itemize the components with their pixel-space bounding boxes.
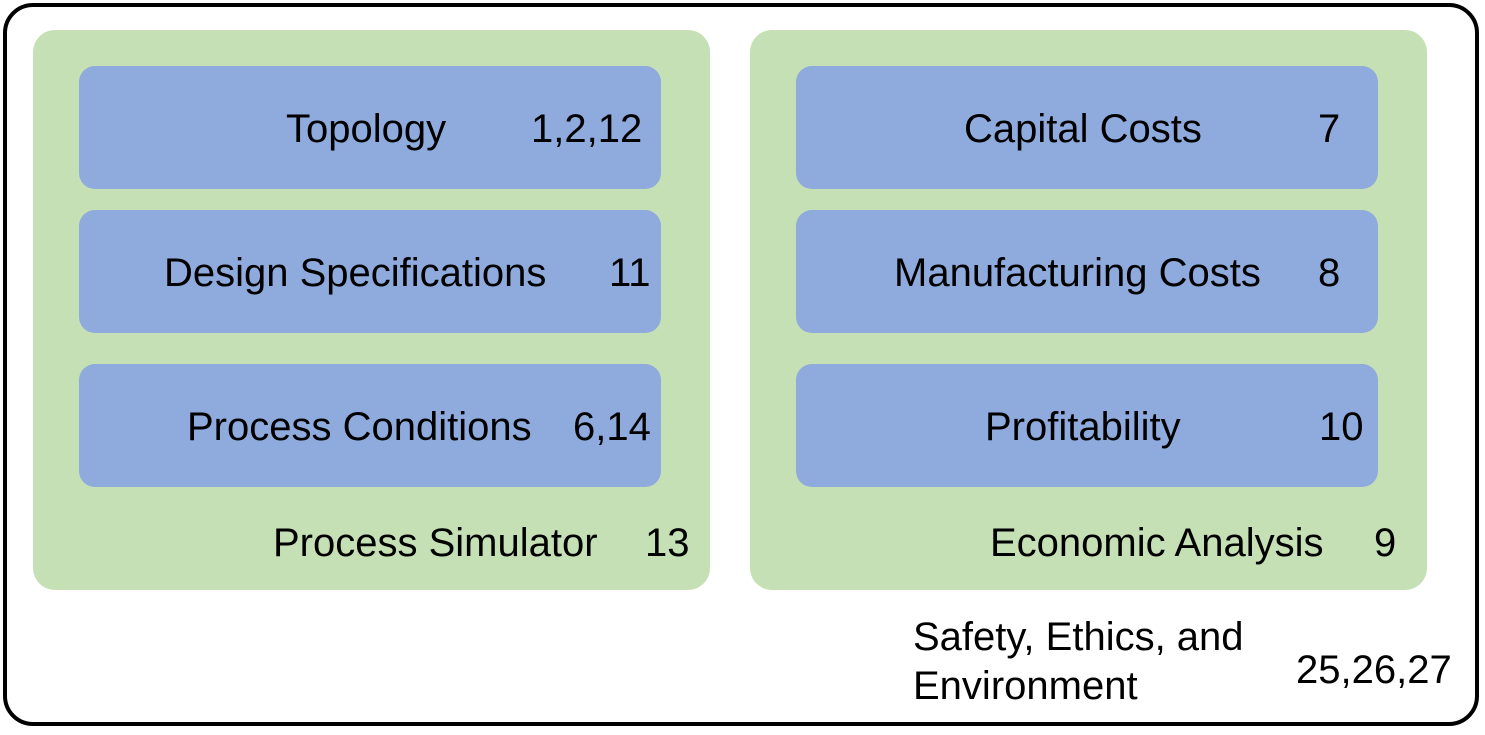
outer-number: 25,26,27 bbox=[1296, 648, 1452, 692]
box-number: 1,2,12 bbox=[531, 107, 643, 151]
box-label: Topology bbox=[286, 107, 447, 151]
group-label: Economic Analysis bbox=[990, 521, 1324, 565]
box-label: Manufacturing Costs bbox=[894, 251, 1261, 295]
box-number: 6,14 bbox=[573, 405, 651, 449]
box-process-conditions: Process Conditions 6,14 bbox=[79, 364, 661, 487]
outer-label-line2: Environment bbox=[913, 664, 1138, 708]
box-manufacturing-costs: Manufacturing Costs 8 bbox=[796, 210, 1378, 333]
box-number: 8 bbox=[1318, 251, 1341, 295]
box-profitability: Profitability 10 bbox=[796, 364, 1378, 487]
box-number: 11 bbox=[609, 251, 651, 295]
group-label: Process Simulator bbox=[273, 521, 598, 565]
box-topology: Topology 1,2,12 bbox=[79, 66, 661, 189]
box-label: Capital Costs bbox=[964, 107, 1202, 151]
group-number: 9 bbox=[1374, 521, 1397, 565]
box-label: Process Conditions bbox=[187, 405, 532, 449]
group-number: 13 bbox=[645, 521, 690, 565]
outer-label-line1: Safety, Ethics, and bbox=[913, 615, 1244, 659]
box-capital-costs: Capital Costs 7 bbox=[796, 66, 1378, 189]
box-number: 7 bbox=[1318, 107, 1341, 151]
box-number: 10 bbox=[1319, 405, 1364, 449]
box-label: Design Specifications bbox=[164, 251, 547, 295]
group-economic-analysis: Capital Costs 7 Manufacturing Costs 8 Pr… bbox=[750, 30, 1427, 590]
group-process-simulator: Topology 1,2,12 Design Specifications 11… bbox=[33, 30, 710, 590]
box-design-specifications: Design Specifications 11 bbox=[79, 210, 661, 333]
box-label: Profitability bbox=[985, 405, 1181, 449]
